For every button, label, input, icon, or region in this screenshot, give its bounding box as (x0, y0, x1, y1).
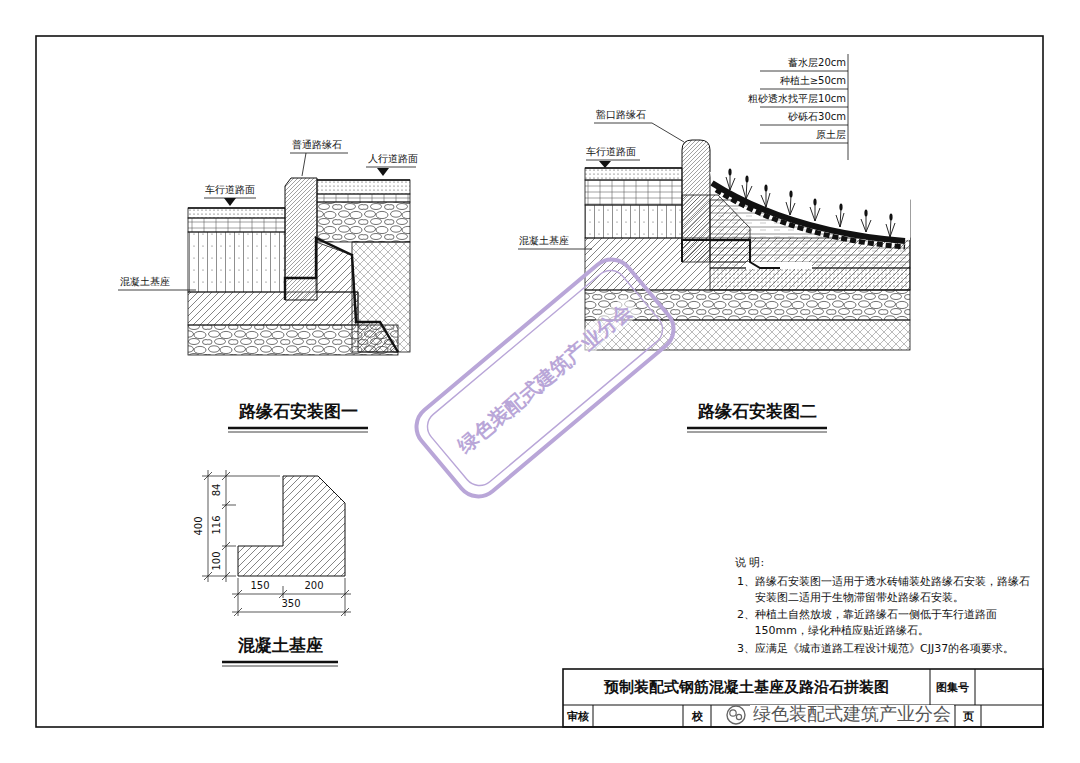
part-label: 车行道路面 (586, 146, 636, 158)
cell-text: 校 (692, 709, 703, 724)
note: 2、种植土自然放坡，靠近路缘石一侧低于车行道路面150mm，绿化种植应贴近路缘石… (737, 607, 1037, 639)
dimension: 200 (304, 580, 323, 592)
dimension: 84 (212, 484, 222, 497)
note: 1、路缘石安装图一适用于透水砖铺装处路缘石安装，路缘石安装图二适用于生物滞留带处… (737, 574, 1037, 606)
cell-text: 审核 (567, 709, 589, 724)
part-label: 混凝土基座 (120, 276, 170, 288)
dimension: 116 (212, 515, 222, 534)
field-cell: 审核 (563, 705, 593, 727)
layer-label: 砂砾石30cm (788, 111, 846, 123)
figure-title: 混凝土基座 (238, 635, 323, 655)
part-label: 豁口路缘石 (596, 109, 646, 121)
cell-text: 页 (963, 709, 974, 724)
note: 3、应满足《城市道路工程设计规范》CJJ37的各项要求。 (737, 641, 1037, 657)
field-cell: 页 (955, 705, 981, 727)
cell-text: 图集号 (936, 680, 969, 695)
field-cell: 校 (683, 705, 711, 727)
part-label: 人行道路面 (368, 153, 418, 165)
layer-label: 种植土≥50cm (780, 75, 846, 87)
cell-text: 预制装配式钢筋混凝土基座及路沿石拼装图 (604, 678, 889, 697)
part-label: 普通路缘石 (292, 139, 342, 151)
layer-label: 原土层 (816, 129, 846, 141)
dimension: 100 (212, 551, 222, 570)
part-label: 车行道路面 (205, 184, 255, 196)
dimension: 400 (194, 516, 204, 535)
part-label: 混凝土基座 (519, 235, 569, 247)
dimension: 150 (250, 580, 269, 592)
layer-label: 蓄水层20cm (788, 57, 846, 69)
watermark: 绿色装配式建筑产业分会 (750, 705, 954, 724)
figure-title: 路缘石安装图二 (698, 401, 817, 421)
layer-label: 粗砂透水找平层10cm (748, 93, 846, 105)
notes-heading: 说 明: (735, 556, 764, 569)
field-cell: 图集号 (930, 669, 975, 705)
figure-title: 路缘石安装图一 (239, 401, 358, 421)
dimension: 350 (281, 598, 300, 610)
title-cell: 预制装配式钢筋混凝土基座及路沿石拼装图 (563, 669, 930, 705)
